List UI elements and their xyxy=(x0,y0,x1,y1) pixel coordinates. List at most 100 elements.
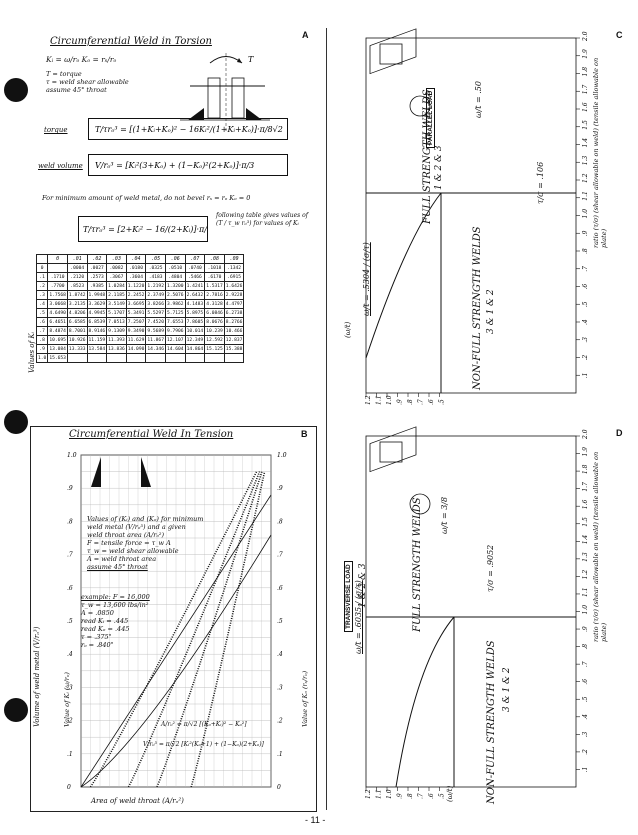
table-cell: .3604 xyxy=(125,272,147,282)
table-cell: 5.8975 xyxy=(184,308,206,318)
table-cell: 14.346 xyxy=(145,344,166,354)
table-cell: 1.5317 xyxy=(204,281,225,291)
y-mid-axis-label: Value of Kᵢ (ω/rₒ) xyxy=(63,672,71,727)
table-column-header: .09 xyxy=(223,254,245,264)
table-cell: .1342 xyxy=(223,263,245,273)
svg-text:T: T xyxy=(248,55,254,64)
y-tick-label: .7 xyxy=(418,793,425,799)
table-cell: 4.9945 xyxy=(86,308,108,318)
nonfull-strength-label: NON-FULL STRENGTH WELDS xyxy=(486,640,497,804)
x-tick-label: .8 xyxy=(582,248,589,254)
table-cell: .0740 xyxy=(184,263,206,273)
table-cell: 3.9862 xyxy=(164,299,186,309)
x-tick-label: 1.2 xyxy=(582,570,589,580)
equation-curve: ω/t = .5304 / (σ/τ) xyxy=(362,242,371,316)
svg-text:T/τrₒ³ = [(1+Kᵢ+Kₒ)² − 16Kᵢ²/(: T/τrₒ³ = [(1+Kᵢ+Kₒ)² − 16Kᵢ²/(1+Kᵢ+Kₒ)]·… xyxy=(95,125,283,134)
x-tick-label: .2 xyxy=(582,355,589,361)
table-cell: 5.5297 xyxy=(145,308,166,318)
svg-text:T/τrₒ³ = [2+Kᵢ² − 16/(2+Kᵢ)]·π: T/τrₒ³ = [2+Kᵢ² − 16/(2+Kᵢ)]·π/8√2 xyxy=(83,225,207,234)
table-cell: 2.1185 xyxy=(106,290,127,300)
table-cell: 3.3629 xyxy=(86,299,108,309)
volume-formula: V/rₒ³ = π/√2 [Kᵢ²(Kₒ+1) + (1−Kₒ)(2+Kₒ)] xyxy=(143,741,264,748)
y-tick-label: .4 xyxy=(277,651,283,658)
table-cell: 1.3200 xyxy=(164,281,186,291)
x-tick-label: 1.7 xyxy=(582,482,589,492)
table-cell: 7.2507 xyxy=(125,317,147,327)
y-tick-label: .5 xyxy=(439,399,446,405)
x-tick-label: 1.4 xyxy=(582,535,589,545)
table-cell: 4.3128 xyxy=(204,299,225,309)
table-cell: 11.393 xyxy=(106,335,127,345)
weld-sketch-fillet xyxy=(141,457,151,487)
x-tick-label: 1.0 xyxy=(582,605,589,615)
x-tick-label: .1 xyxy=(582,373,589,379)
y-tick-label: .6 xyxy=(67,585,73,592)
y-tick-label: .1 xyxy=(277,751,283,758)
nomogram-curve xyxy=(156,471,263,788)
example-line: A = .0850 xyxy=(81,609,114,617)
table-cell: 1.1220 xyxy=(125,281,147,291)
plate xyxy=(369,426,417,473)
table-cell: 10.466 xyxy=(223,326,245,336)
full-strength-label: FULL STRENGTH WELDS xyxy=(412,497,423,632)
table-cell: 1.7568 xyxy=(47,290,68,300)
table-cell: .6915 xyxy=(223,272,245,282)
x-tick-label: 1.6 xyxy=(582,102,589,112)
y-tick-label: .6 xyxy=(277,585,283,592)
y-tick-label: .5 xyxy=(439,793,446,799)
x-tick-label: .4 xyxy=(582,714,589,720)
detail-circle xyxy=(409,95,431,117)
y-tick-label: .9 xyxy=(277,485,283,492)
volume-formula-box: V/rₒ³ = [Kᵢ²(3+Kₒ) + (1−Kₒ)²(2+Kₒ)]·π/3 xyxy=(88,154,288,176)
table-cell: .4804 xyxy=(164,272,186,282)
row-header: .5 xyxy=(35,308,49,318)
table-cell: 8.7001 xyxy=(66,326,88,336)
table-cell: 10.926 xyxy=(66,335,88,345)
row-header: .7 xyxy=(35,326,49,336)
legend-line: τ_w = weld shear allowable xyxy=(87,547,179,555)
x-tick-label: 1.1 xyxy=(582,191,589,201)
table-cell: 1.6426 xyxy=(223,281,245,291)
table-cell: 10.695 xyxy=(47,335,68,345)
y-left-axis-label: Volume of weld metal (V/rₒ³) xyxy=(33,626,41,727)
legend-line: weld metal (V/rₒ³) and a given xyxy=(87,523,186,531)
y-tick-label: .6 xyxy=(428,793,435,799)
y-tick-label: 1.0 xyxy=(277,452,287,459)
note-line: T = torque xyxy=(46,70,82,78)
nonfull-strength-label: NON-FULL STRENGTH WELDS xyxy=(472,226,483,390)
boundary-curve xyxy=(395,616,455,788)
table-column-header: .01 xyxy=(66,254,88,264)
table-column-header: .02 xyxy=(86,254,108,264)
table-cell: 9.7906 xyxy=(164,326,186,336)
x-tick-label: 1.1 xyxy=(582,587,589,597)
y-tick-label: .7 xyxy=(67,552,73,559)
full-strength-label: FULL STRENGTH WELDS xyxy=(422,89,433,224)
table-cell: 4.6490 xyxy=(47,308,68,318)
x-tick-label: .8 xyxy=(582,644,589,650)
y-tick-label: 1.0 xyxy=(386,395,393,405)
table-cell: .2573 xyxy=(86,272,108,282)
y-tick-label: .2 xyxy=(277,718,283,725)
table-cell: 2.7816 xyxy=(204,290,225,300)
legend-line: Values of (Kᵢ) and (Kₒ) for minimum xyxy=(87,515,204,523)
table-cell: 3.8266 xyxy=(145,299,166,309)
table-cell xyxy=(47,263,68,273)
x-tick-label: .6 xyxy=(582,679,589,685)
plot-frame xyxy=(365,435,577,788)
x-tick-label: .1 xyxy=(582,767,589,773)
y-tick-label: 1.1 xyxy=(376,395,383,405)
y-tick-label: .9 xyxy=(397,793,404,799)
nonfull-strength-cases: 3 & 1 & 2 xyxy=(486,289,496,334)
table-cell xyxy=(223,353,245,363)
table-cell xyxy=(145,353,166,363)
table-cell: 15.653 xyxy=(47,353,68,363)
table-cell: 2.2452 xyxy=(125,290,147,300)
row-header: .2 xyxy=(35,281,49,291)
y-tick-label: .8 xyxy=(67,518,73,525)
x-tick-label: 1.6 xyxy=(582,499,589,509)
